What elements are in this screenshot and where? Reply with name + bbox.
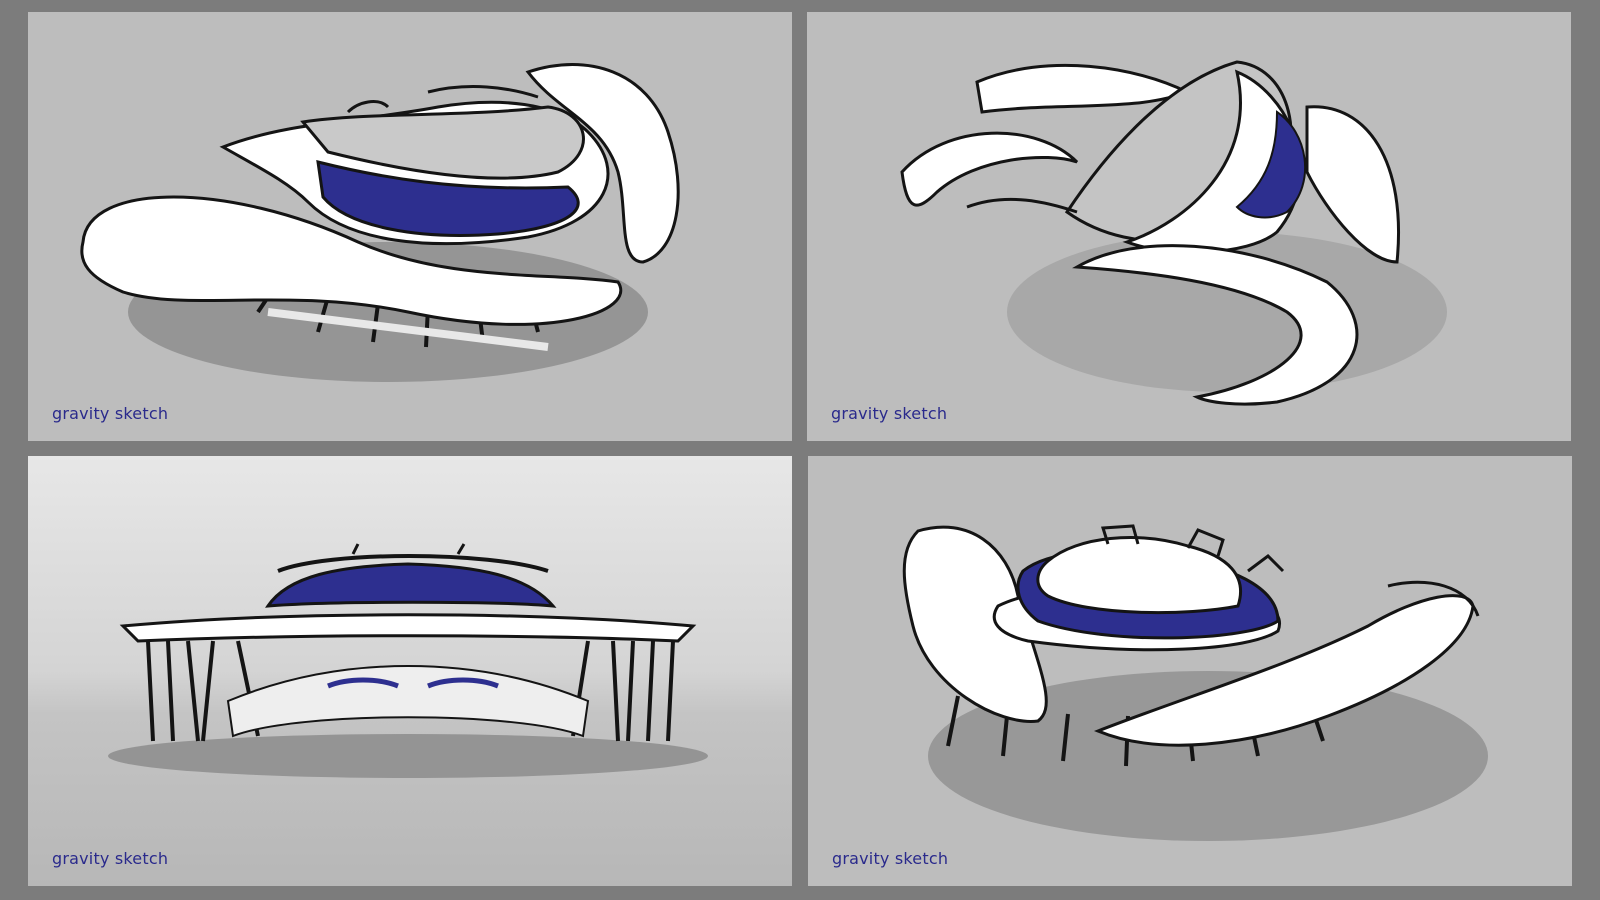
sketch-panel-bottom-left: gravity sketch — [28, 456, 792, 886]
watermark-text: gravity sketch — [52, 849, 169, 868]
building-sketch-aerial-front — [80, 63, 680, 382]
watermark-text: gravity sketch — [831, 404, 948, 423]
sketch-panel-bottom-right: gravity sketch — [808, 456, 1572, 886]
watermark-text: gravity sketch — [832, 849, 949, 868]
building-sketch-aerial-rear — [900, 60, 1447, 406]
sketch-panel-top-right: gravity sketch — [807, 12, 1571, 441]
sketch-panel-top-left: gravity sketch — [28, 12, 792, 441]
building-sketch-elevation — [108, 543, 708, 778]
building-sketch-aerial-side — [902, 524, 1488, 841]
watermark-text: gravity sketch — [52, 404, 169, 423]
